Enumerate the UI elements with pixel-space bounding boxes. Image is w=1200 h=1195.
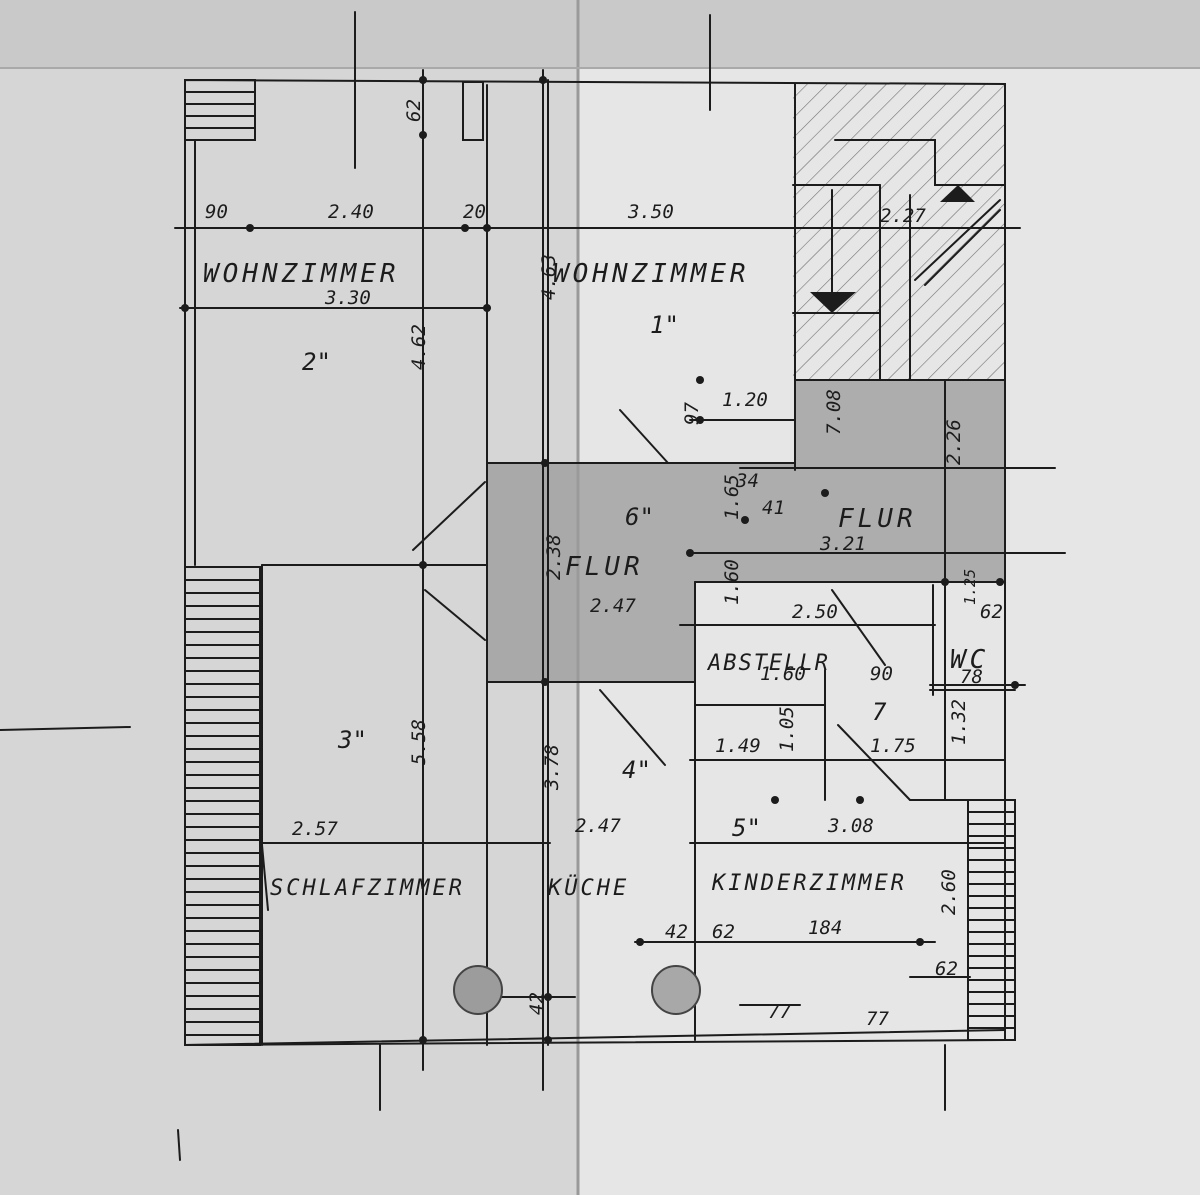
flur-shading-left xyxy=(487,380,1005,682)
dim-378: 3.78 xyxy=(541,744,563,791)
dim-250: 2.50 xyxy=(792,601,838,623)
stair-top-left-treads xyxy=(184,91,256,129)
dim-260: 2.60 xyxy=(938,869,960,915)
dim-97: 97 xyxy=(681,402,703,425)
dim-227: 2.27 xyxy=(880,205,926,227)
room-number-1: 1" xyxy=(650,311,679,339)
dim-62-top: 62 xyxy=(403,99,425,122)
dim-175: 1.75 xyxy=(870,735,916,757)
dim-462: 4.62 xyxy=(408,324,430,370)
door-swing-5 xyxy=(831,589,886,666)
dim-78: 78 xyxy=(960,666,983,688)
room-number-7: 7 xyxy=(872,698,887,726)
leader-left xyxy=(0,726,131,731)
dim-42-b: 42 xyxy=(526,992,548,1015)
dim-42-a: 42 xyxy=(665,921,688,943)
dim-77-a: 77 xyxy=(768,1001,791,1023)
stair-core-hatched xyxy=(793,84,1005,380)
dim-257: 2.57 xyxy=(292,818,338,840)
door-swing-1 xyxy=(619,409,669,464)
stair-arrow-up xyxy=(940,185,975,202)
dim-62-b: 62 xyxy=(935,958,958,980)
label-schlafzimmer: SCHLAFZIMMER xyxy=(270,876,465,901)
room-number-3: 3" xyxy=(337,726,367,754)
label-flur-right: FLUR xyxy=(838,504,917,534)
stair-core-inner xyxy=(834,139,1006,186)
door-swing-6 xyxy=(837,724,911,801)
fold-mark xyxy=(177,1129,181,1161)
dim-558: 5.58 xyxy=(408,719,430,765)
punch-hole-left xyxy=(453,965,503,1015)
intersection-dots xyxy=(181,76,1019,1044)
door-swing-3 xyxy=(424,589,486,641)
dim-708: 7.08 xyxy=(823,389,845,435)
door-swing-4 xyxy=(599,689,666,766)
label-abstellr: ABSTELLR xyxy=(706,651,830,676)
punch-hole-right xyxy=(651,965,701,1015)
dim-165: 1.65 xyxy=(721,474,743,520)
room-number-4: 4" xyxy=(622,756,651,784)
dim-321: 3.21 xyxy=(819,533,866,555)
dim-132: 1.32 xyxy=(948,699,970,745)
dim-34: 34 xyxy=(735,470,759,492)
dim-125: 1.25 xyxy=(961,569,979,605)
dim-238: 2.38 xyxy=(543,534,565,580)
dim-184: 184 xyxy=(808,917,842,939)
label-wc: WC xyxy=(950,645,989,675)
dim-308: 3.08 xyxy=(827,815,874,837)
stair-top-left xyxy=(184,79,256,141)
label-wohnzimmer-right: WOHNZIMMER xyxy=(553,259,750,289)
dim-90: 90 xyxy=(205,201,228,223)
dim-20: 20 xyxy=(463,201,486,223)
dim-247-k: 2.47 xyxy=(575,815,621,837)
stair-arrow-down xyxy=(810,292,856,313)
stair-left-treads xyxy=(184,579,261,1036)
label-flur-left: FLUR xyxy=(565,552,644,582)
dim-41: 41 xyxy=(762,497,785,519)
door-swing-7 xyxy=(261,844,269,911)
dim-160: 1.60 xyxy=(721,559,743,605)
stair-right-treads xyxy=(967,811,1016,1029)
dim-463: 4.63 xyxy=(538,254,560,300)
dim-330: 3.30 xyxy=(324,287,371,309)
room-number-2: 2" xyxy=(302,348,331,376)
stair-diagonal xyxy=(914,199,1001,281)
dim-77-b: 77 xyxy=(866,1008,889,1030)
door-swing-2 xyxy=(412,481,486,551)
window-top xyxy=(462,81,484,141)
dim-105: 1.05 xyxy=(776,706,798,752)
dim-120: 1.20 xyxy=(722,389,768,411)
label-kueche: KÜCHE xyxy=(547,875,629,901)
dim-226: 2.26 xyxy=(943,419,965,465)
dim-350: 3.50 xyxy=(627,201,674,223)
room-number-6: 6" xyxy=(625,503,654,531)
stair-diagonal-2 xyxy=(924,209,1001,286)
dim-90-ab: 90 xyxy=(870,663,893,685)
label-kinderzimmer: KINDERZIMMER xyxy=(711,871,907,896)
dim-160-ab: 1.60 xyxy=(760,663,806,685)
dim-240: 2.40 xyxy=(328,201,374,223)
dim-62-wc: 62 xyxy=(980,601,1003,623)
dim-line-bottom xyxy=(184,1029,1006,1046)
label-wohnzimmer-left: WOHNZIMMER xyxy=(203,259,400,289)
paper-top-strip xyxy=(0,0,1200,68)
dim-247-flur: 2.47 xyxy=(590,595,636,617)
dim-149: 1.49 xyxy=(715,735,761,757)
room-number-5: 5" xyxy=(732,814,761,842)
dim-62-a: 62 xyxy=(712,921,735,943)
